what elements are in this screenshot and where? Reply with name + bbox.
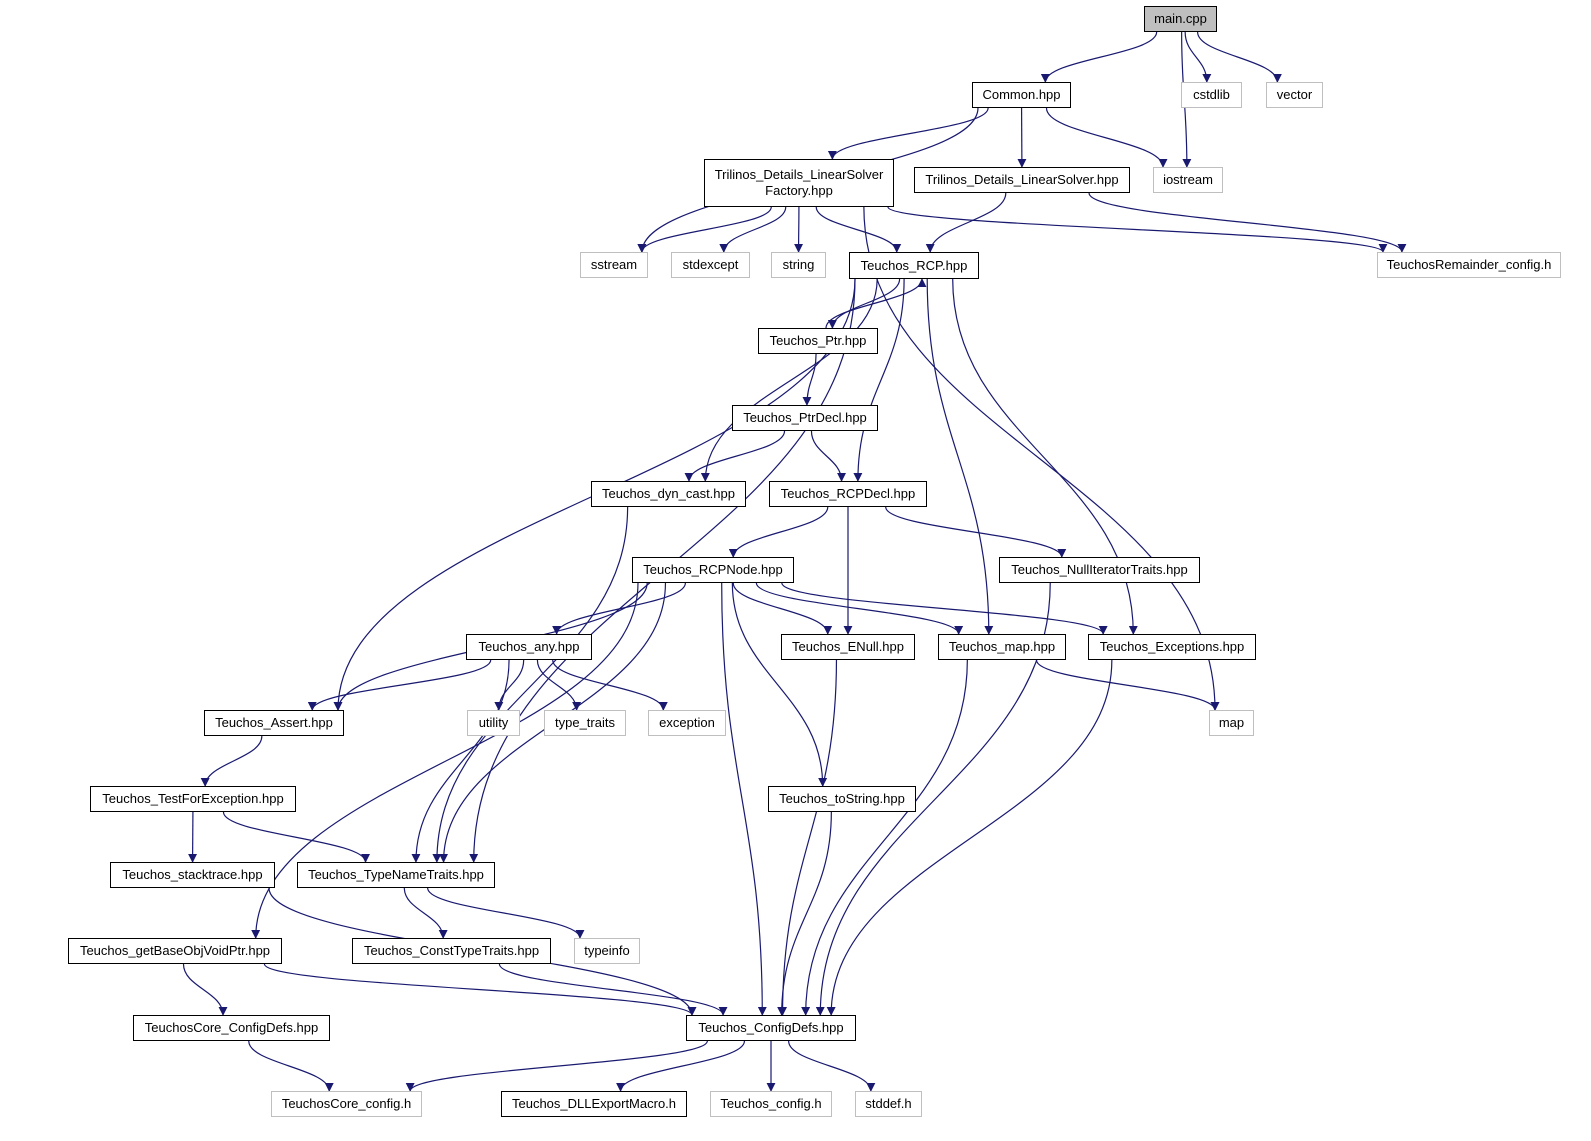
- edge-main-to-common: [1040, 31, 1158, 83]
- node-nullit[interactable]: Teuchos_NullIteratorTraits.hpp: [999, 557, 1200, 583]
- edge-typename-to-typeinfo: [427, 887, 585, 939]
- edge-rcp-to-dyncast: [700, 278, 878, 482]
- node-tmap[interactable]: Teuchos_map.hpp: [938, 634, 1066, 660]
- edge-rcpnode-to-enull: [732, 582, 833, 635]
- edge-assert-to-testfor: [200, 735, 263, 787]
- edge-rcpnode-to-tmap: [755, 582, 964, 635]
- node-rcpdecl[interactable]: Teuchos_RCPDecl.hpp: [769, 481, 927, 507]
- node-enull[interactable]: Teuchos_ENull.hpp: [781, 634, 915, 660]
- node-lsf[interactable]: Trilinos_Details_LinearSolver Factory.hp…: [704, 159, 894, 207]
- node-typetraits: type_traits: [544, 710, 626, 736]
- edge-rcpnode-to-configdefs: [721, 582, 767, 1016]
- node-stacktrace[interactable]: Teuchos_stacktrace.hpp: [110, 862, 275, 888]
- edge-ptr-to-rcp: [825, 278, 927, 329]
- edge-tostring-to-configdefs: [777, 811, 832, 1016]
- edge-main-to-vector: [1197, 31, 1282, 83]
- edge-any-to-typename: [411, 659, 510, 863]
- edge-any-to-assert: [307, 659, 492, 711]
- node-iostream: iostream: [1153, 167, 1223, 193]
- edge-dyncast-to-typename: [432, 506, 629, 863]
- node-ls[interactable]: Trilinos_Details_LinearSolver.hpp: [914, 167, 1130, 193]
- edge-any-to-exception: [552, 659, 668, 711]
- edge-enull-to-configdefs: [778, 659, 838, 1016]
- node-main[interactable]: main.cpp: [1144, 6, 1217, 32]
- edge-tmap-to-map: [1035, 659, 1220, 711]
- edge-testfor-to-typename: [222, 811, 370, 863]
- edge-typename-to-consttype: [403, 887, 448, 939]
- node-rcpnode[interactable]: Teuchos_RCPNode.hpp: [632, 557, 794, 583]
- edge-rcpnode-to-exceptions: [781, 582, 1108, 635]
- node-ptrdecl[interactable]: Teuchos_PtrDecl.hpp: [732, 405, 878, 431]
- node-rcp[interactable]: Teuchos_RCP.hpp: [849, 252, 979, 279]
- edge-ls-to-rcp: [925, 192, 1007, 253]
- edge-rcpdecl-to-rcpnode: [728, 506, 829, 558]
- node-exception: exception: [648, 710, 726, 736]
- node-coreconfigdefs[interactable]: TeuchosCore_ConfigDefs.hpp: [133, 1015, 330, 1041]
- edge-rcpdecl-to-nullit: [885, 506, 1067, 558]
- edge-rcp-to-rcpdecl: [853, 278, 905, 482]
- edge-getbase-to-configdefs: [263, 963, 697, 1016]
- edge-ptr-to-ptrdecl: [802, 353, 817, 406]
- node-coreconfig: TeuchosCore_config.h: [271, 1091, 422, 1117]
- edge-lsf-to-rcp: [815, 206, 902, 253]
- node-typename[interactable]: Teuchos_TypeNameTraits.hpp: [297, 862, 495, 888]
- node-dllexport[interactable]: Teuchos_DLLExportMacro.h: [501, 1091, 687, 1117]
- edge-lsf-to-remcfg: [887, 206, 1388, 253]
- node-assert[interactable]: Teuchos_Assert.hpp: [204, 710, 344, 736]
- edge-tmap-to-configdefs: [801, 659, 968, 1016]
- node-tconfig: Teuchos_config.h: [710, 1091, 832, 1117]
- node-remcfg: TeuchosRemainder_config.h: [1377, 252, 1561, 278]
- edge-any-to-typetraits: [536, 659, 582, 711]
- node-ptr[interactable]: Teuchos_Ptr.hpp: [758, 328, 878, 354]
- edge-lsf-to-sstream: [637, 206, 772, 253]
- edge-ls-to-remcfg: [1088, 192, 1407, 253]
- node-consttype[interactable]: Teuchos_ConstTypeTraits.hpp: [352, 938, 551, 964]
- edge-common-to-iostream: [1045, 107, 1168, 168]
- edge-configdefs-to-stddef: [788, 1040, 876, 1092]
- edge-getbase-to-coreconfigdefs: [182, 963, 228, 1016]
- node-utility: utility: [467, 710, 520, 736]
- edge-configdefs-to-coreconfig: [405, 1040, 708, 1092]
- node-stddef: stddef.h: [855, 1091, 922, 1117]
- edge-rcpnode-to-tostring: [731, 582, 828, 787]
- node-map: map: [1209, 710, 1254, 736]
- node-any[interactable]: Teuchos_any.hpp: [466, 634, 592, 660]
- node-typeinfo: typeinfo: [574, 938, 640, 964]
- node-cstdlib: cstdlib: [1181, 82, 1242, 108]
- node-tostring[interactable]: Teuchos_toString.hpp: [768, 786, 916, 812]
- edge-exceptions-to-configdefs: [826, 659, 1113, 1016]
- node-vector: vector: [1266, 82, 1323, 108]
- edge-rcp-to-tmap: [926, 278, 994, 635]
- node-string: string: [771, 252, 826, 278]
- node-stdexcept: stdexcept: [671, 252, 750, 278]
- edge-main-to-cstdlib: [1184, 31, 1212, 83]
- edge-ptrdecl-to-rcpdecl: [810, 430, 847, 482]
- edge-any-to-utility: [494, 659, 525, 711]
- node-configdefs[interactable]: Teuchos_ConfigDefs.hpp: [686, 1015, 856, 1041]
- edge-rcpnode-to-getbase: [251, 582, 639, 939]
- node-exceptions[interactable]: Teuchos_Exceptions.hpp: [1088, 634, 1256, 660]
- edge-lsf-to-stdexcept: [719, 206, 787, 253]
- edge-consttype-to-configdefs: [498, 963, 728, 1016]
- edge-lsf-to-map: [863, 206, 1220, 711]
- node-dyncast[interactable]: Teuchos_dyn_cast.hpp: [591, 481, 746, 507]
- edge-configdefs-to-dllexport: [616, 1040, 746, 1092]
- node-common[interactable]: Common.hpp: [972, 82, 1071, 108]
- node-sstream: sstream: [580, 252, 648, 278]
- edge-ptrdecl-to-dyncast: [684, 430, 786, 482]
- edge-rcpnode-to-any: [552, 582, 686, 635]
- edge-rcp-to-ptr: [827, 278, 901, 329]
- edge-common-to-lsf: [827, 107, 989, 160]
- node-testfor[interactable]: Teuchos_TestForException.hpp: [90, 786, 296, 812]
- edge-coreconfigdefs-to-coreconfig: [248, 1040, 334, 1092]
- node-getbase[interactable]: Teuchos_getBaseObjVoidPtr.hpp: [68, 938, 282, 964]
